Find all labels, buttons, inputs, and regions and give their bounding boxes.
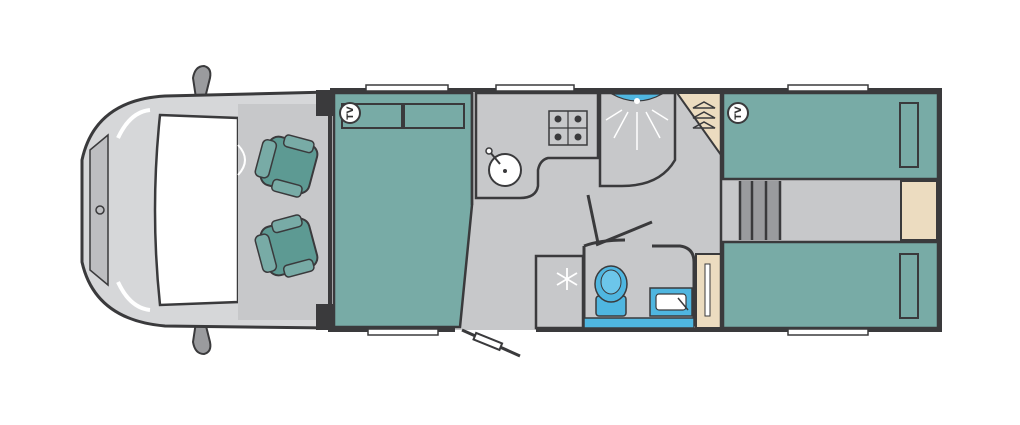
sink-icon — [485, 147, 522, 187]
driver-seat — [254, 134, 319, 198]
mirror-bottom — [191, 321, 212, 356]
tv-label: TV — [734, 106, 744, 119]
toilet-icon — [594, 265, 628, 317]
backrest-cushion — [403, 103, 465, 129]
washroom-door — [595, 220, 653, 247]
dash-bottom — [116, 281, 151, 312]
cab — [80, 64, 332, 356]
door-step — [472, 331, 504, 352]
tv-label: TV — [346, 106, 356, 119]
entrance-door — [461, 328, 521, 358]
tv-icon: TV — [727, 102, 749, 124]
washbasin-icon — [649, 287, 693, 317]
shower — [598, 91, 677, 188]
bedside-cabinet — [900, 180, 938, 241]
window — [367, 328, 439, 336]
window — [495, 84, 575, 92]
wardrobe-hanger-icon — [692, 101, 716, 129]
pillow — [899, 253, 919, 319]
windscreen — [153, 113, 240, 307]
fridge-snowflake-icon — [556, 268, 578, 290]
cab-floor — [238, 104, 330, 320]
mirror-top — [191, 64, 212, 99]
rear-beds: TV — [695, 91, 940, 330]
shower-spray-icon — [605, 109, 669, 150]
shower-head-icon — [609, 93, 665, 102]
washroom-floor-blue — [583, 317, 695, 329]
cab-badge — [95, 205, 105, 215]
window — [365, 84, 449, 92]
kitchen — [474, 91, 600, 200]
tv-icon: TV — [339, 102, 361, 124]
lounge-seat: TV — [332, 91, 474, 329]
pillow — [899, 102, 919, 168]
step-icon — [738, 181, 782, 240]
hob-icon — [548, 110, 588, 146]
window — [787, 328, 869, 336]
fridge — [534, 254, 585, 330]
dash-top — [116, 108, 151, 139]
cab-nose — [89, 133, 109, 287]
passenger-seat — [254, 214, 319, 278]
window — [787, 84, 869, 92]
